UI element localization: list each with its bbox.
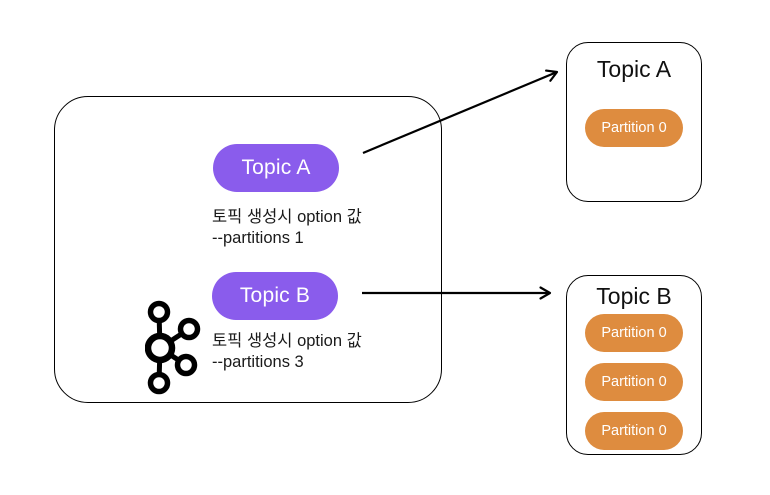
partition-pill: Partition 0 (585, 363, 683, 401)
topic-b-caption: 토픽 생성시 option 값 --partitions 3 (212, 331, 362, 373)
topic-a-pill: Topic A (213, 144, 339, 192)
partition-pill: Partition 0 (585, 412, 683, 450)
topic-b-caption-line-2: --partitions 3 (212, 353, 304, 371)
topic-a-caption-line-2: --partitions 1 (212, 229, 304, 247)
topic-b-caption-line-1: 토픽 생성시 option 값 (212, 332, 362, 350)
topic-b-pill: Topic B (212, 272, 338, 320)
topic-a-detail-title: Topic A (596, 56, 672, 82)
partition-pill-label: Partition 0 (601, 374, 667, 390)
partition-pill-label: Partition 0 (601, 325, 667, 341)
topic-a-pill-label: Topic A (241, 156, 311, 179)
topic-b-pill-label: Topic B (239, 284, 311, 307)
partition-pill-label: Partition 0 (601, 120, 667, 136)
topic-b-detail-box: Topic B Partition 0 Partition 0 Partitio… (566, 275, 702, 455)
topic-b-detail-title: Topic B (596, 283, 672, 309)
topic-a-caption-line-1: 토픽 생성시 option 값 (212, 208, 362, 226)
topic-a-caption: 토픽 생성시 option 값 --partitions 1 (212, 207, 362, 249)
partition-pill: Partition 0 (585, 314, 683, 352)
partition-pill: Partition 0 (585, 109, 683, 147)
topic-a-detail-box: Topic A Partition 0 (566, 42, 702, 202)
kafka-logo-icon (145, 300, 201, 395)
partition-pill-label: Partition 0 (601, 423, 667, 439)
